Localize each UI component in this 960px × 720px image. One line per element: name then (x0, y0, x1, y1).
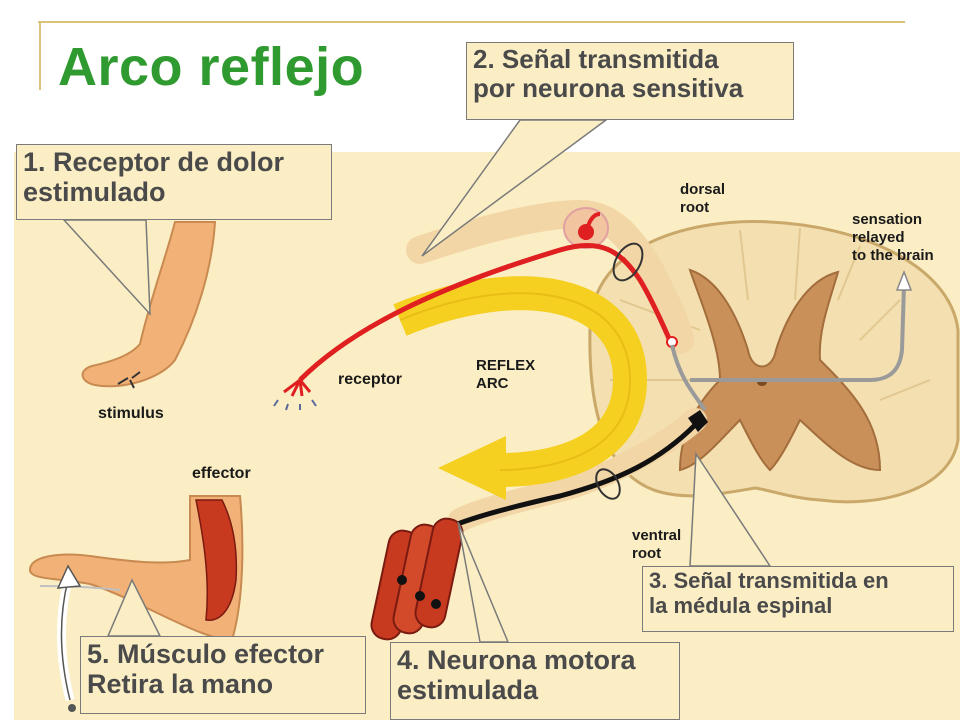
callout-step-1-line2: estimulado (23, 177, 166, 208)
label-dorsal-root: root (680, 199, 709, 216)
callout-step-2: 2. Señal transmitida por neurona sensiti… (466, 42, 794, 120)
hand-stimulus (81, 221, 217, 389)
callout-step-3-line1: 3. Señal transmitida en (649, 568, 889, 593)
label-reflex: REFLEX (476, 357, 535, 374)
label-ventral-root: root (632, 545, 661, 562)
label-arc: ARC (476, 375, 509, 392)
callout-1-pointer (62, 219, 151, 317)
callout-step-2-line1: 2. Señal transmitida (473, 44, 719, 74)
label-relayed: relayed (852, 229, 905, 246)
callout-step-4: 4. Neurona motora estimulada (390, 642, 680, 720)
callout-step-5-line2: Retira la mano (87, 669, 274, 700)
ventral-root-sheath (448, 408, 707, 532)
callout-step-4-line1: 4. Neurona motora (397, 645, 636, 675)
label-sensation: sensation (852, 211, 922, 228)
label-ventral: ventral (632, 527, 681, 544)
callout-step-3-line2: la médula espinal (649, 592, 833, 618)
sensory-cell-body (578, 224, 594, 240)
callout-step-1: 1. Receptor de dolor estimulado (16, 144, 332, 220)
callout-step-5: 5. Músculo efector Retira la mano (80, 636, 366, 714)
label-effector: effector (192, 465, 251, 482)
callout-step-3: 3. Señal transmitida en la médula espina… (642, 566, 954, 632)
motor-cell-body (688, 410, 708, 432)
label-dorsal: dorsal (680, 181, 725, 198)
page-title: Arco reflejo (58, 37, 365, 97)
label-receptor: receptor (338, 371, 402, 388)
callout-step-2-line2: por neurona sensitiva (473, 73, 744, 104)
muscle-bundle (370, 517, 464, 641)
motor-neuron (454, 423, 697, 528)
sensory-neuron (298, 242, 675, 382)
callout-step-1-line1: 1. Receptor de dolor (23, 147, 285, 177)
callout-2-pointer (421, 119, 609, 257)
reflex-arc-arrowhead (438, 436, 506, 500)
ascending-tract (690, 284, 906, 382)
label-to-the-brain: to the brain (852, 247, 934, 264)
callout-step-4-line2: estimulada (397, 675, 539, 706)
receptor-endings (283, 378, 312, 397)
interneuron (670, 344, 707, 412)
callout-step-5-line1: 5. Músculo efector (87, 639, 325, 669)
label-stimulus: stimulus (98, 405, 164, 422)
